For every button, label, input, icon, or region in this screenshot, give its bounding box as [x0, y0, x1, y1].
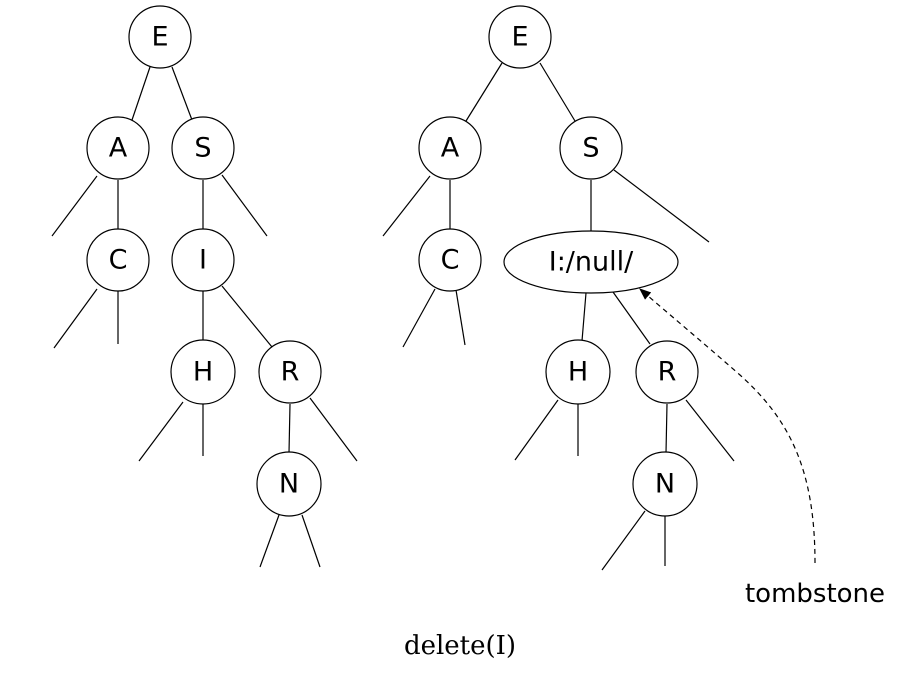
node-label: R	[281, 357, 300, 388]
node-label: A	[109, 133, 128, 164]
node-h: H	[170, 339, 236, 405]
node-h: H	[545, 339, 611, 405]
node-a: A	[418, 116, 482, 180]
node-label: N	[279, 469, 299, 500]
node-label: E	[151, 22, 168, 53]
node-c: C	[418, 228, 482, 292]
node-i-tombstone: I:/null/	[503, 230, 679, 294]
node-label: S	[582, 133, 599, 164]
node-label: I:/null/	[549, 247, 634, 278]
node-a: A	[86, 116, 150, 180]
node-label: S	[194, 133, 211, 164]
node-r: R	[258, 340, 322, 404]
node-label: H	[568, 357, 588, 388]
node-label: H	[193, 357, 213, 388]
node-e: E	[488, 5, 552, 69]
left-tree: E A S C I H R N	[86, 5, 322, 517]
node-n: N	[632, 451, 698, 517]
node-label: C	[441, 245, 460, 276]
node-n: N	[256, 451, 322, 517]
node-i: I	[171, 228, 235, 292]
node-label: A	[441, 133, 460, 164]
node-label: C	[109, 245, 128, 276]
node-label: N	[655, 469, 675, 500]
node-s: S	[559, 116, 623, 180]
node-label: R	[658, 357, 677, 388]
node-c: C	[86, 228, 150, 292]
node-label: E	[511, 22, 528, 53]
caption: delete(I)	[404, 631, 516, 661]
left-tree-edges	[51, 66, 358, 568]
node-r: R	[635, 340, 699, 404]
node-e: E	[128, 5, 192, 69]
right-tree-edges	[382, 62, 735, 571]
tombstone-arrow	[639, 288, 816, 564]
tombstone-label: tombstone	[745, 579, 885, 609]
node-label: I	[199, 245, 207, 276]
right-tree: E A S C I:/null/ H R N	[418, 5, 699, 517]
node-s: S	[171, 116, 235, 180]
